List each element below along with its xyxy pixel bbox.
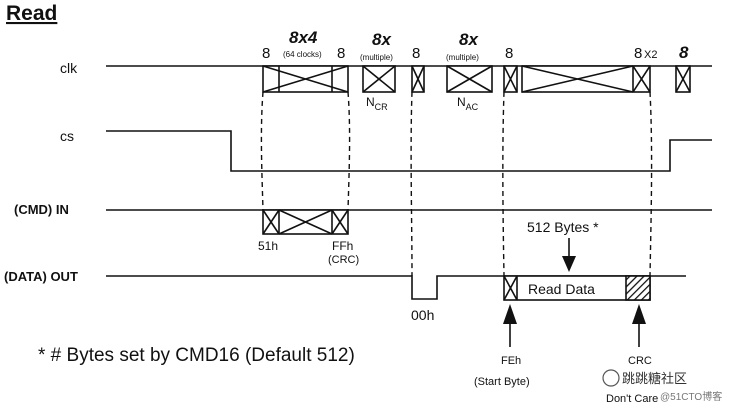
- clk-count-8x-b: 8x: [459, 30, 479, 49]
- svg-text:@51CTO博客: @51CTO博客: [660, 390, 722, 403]
- data-read-data: Read Data: [528, 281, 595, 297]
- data-00h: 00h: [411, 307, 434, 323]
- clk-x2: X2: [644, 49, 657, 61]
- cmd-51h: 51h: [258, 239, 278, 253]
- cmd-ffh: FFh: [332, 239, 353, 253]
- clk-count-8-c: 8: [412, 45, 420, 62]
- data-crc: CRC: [628, 355, 652, 367]
- diagram-title: Read: [6, 2, 57, 25]
- timing-guides: [260, 91, 653, 277]
- signal-label-cs: cs: [60, 128, 74, 144]
- watermark: 跳跳糖社区 @51CTO博客: [602, 369, 722, 403]
- clk-count-8-d: 8: [505, 45, 513, 62]
- signal-label-clk: clk: [60, 60, 78, 76]
- svg-text:跳跳糖社区: 跳跳糖社区: [622, 371, 687, 386]
- footnote: * # Bytes set by CMD16 (Default 512): [38, 345, 355, 366]
- nac-label: NAC: [457, 95, 479, 112]
- cs-waveform: [106, 130, 712, 172]
- data-start-byte: (Start Byte): [474, 376, 530, 388]
- signal-label-cmd-in: (CMD) IN: [14, 202, 69, 217]
- clk-multiple-b: (multiple): [446, 53, 479, 62]
- data-out-waveform: [106, 275, 686, 301]
- data-dont-care: Don't Care: [606, 393, 658, 405]
- clk-count-8-a: 8: [262, 45, 270, 62]
- arrow-up-icon: [503, 304, 517, 347]
- clk-count-8-f: 8: [679, 43, 689, 62]
- ncr-label: NCR: [366, 95, 388, 112]
- data-512-bytes: 512 Bytes *: [527, 219, 599, 235]
- clk-multiple-a: (multiple): [360, 53, 393, 62]
- clk-count-8-b: 8: [337, 45, 345, 62]
- cmd-in-waveform: [106, 209, 712, 235]
- arrow-down-icon: [562, 238, 576, 272]
- data-feh: FEh: [501, 355, 521, 367]
- cmd-crc: (CRC): [328, 254, 359, 266]
- arrow-up-icon: [632, 304, 646, 347]
- clk-count-8x4: 8x4: [289, 28, 318, 47]
- clk-count-8x-a: 8x: [372, 30, 392, 49]
- clk-waveform: [106, 65, 712, 93]
- clk-count-8-e: 8: [634, 45, 642, 62]
- signal-label-data-out: (DATA) OUT: [4, 269, 78, 284]
- clk-64-clocks: (64 clocks): [283, 50, 322, 59]
